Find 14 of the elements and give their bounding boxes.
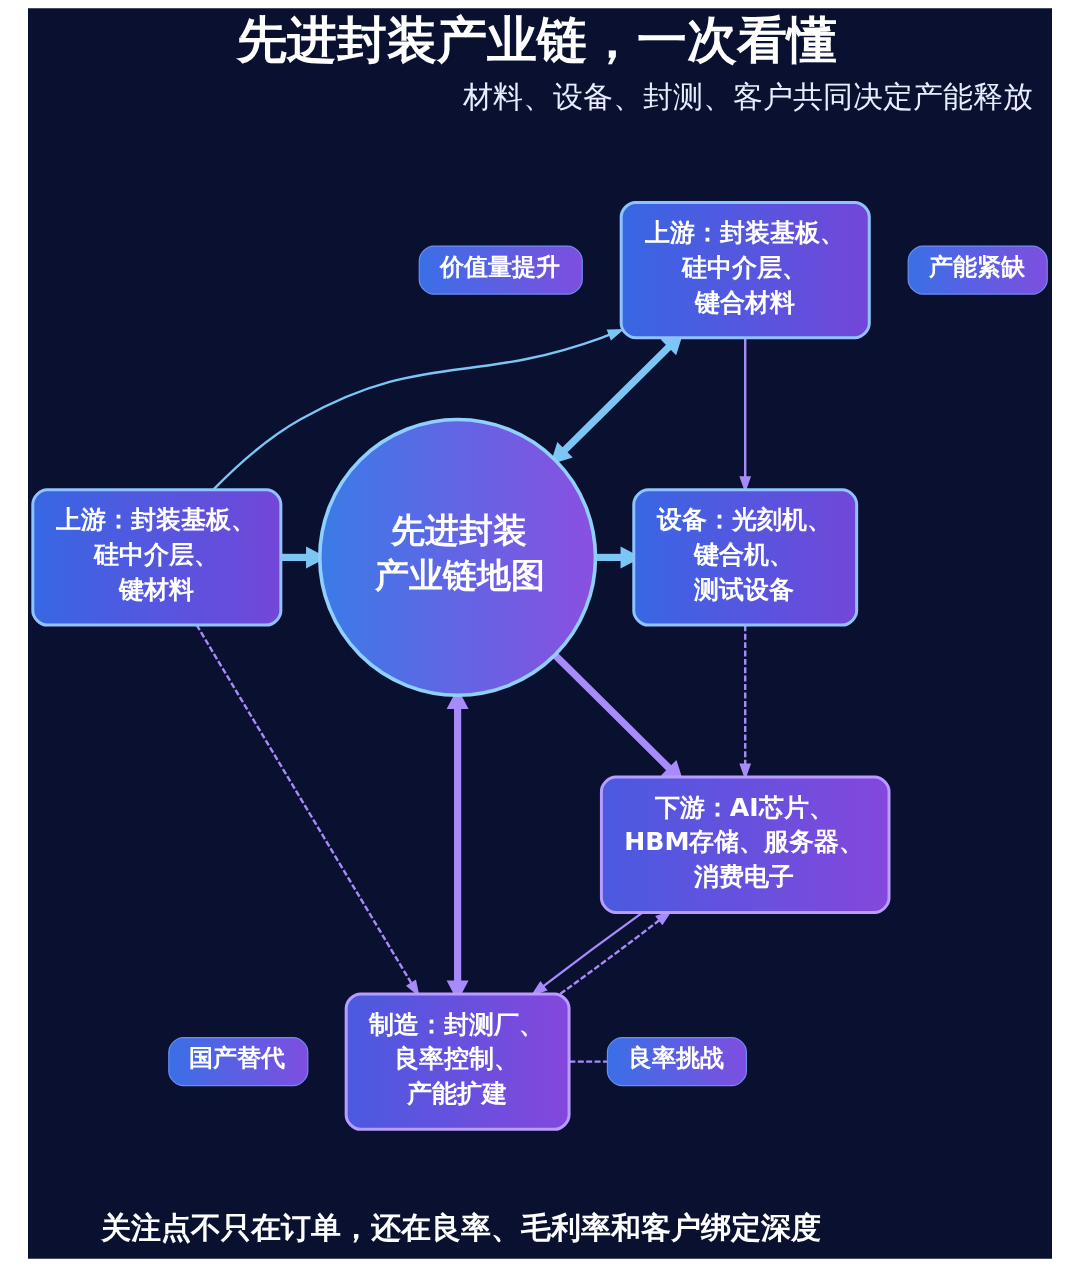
label: 材料、设备、封测、客户共同决定产能释放 — [463, 78, 1034, 114]
node-box: 国产替代 — [168, 1037, 309, 1087]
node-box: 良率挑战 — [606, 1037, 747, 1087]
connector — [569, 1060, 608, 1063]
caption: 关注点不只在订单，还在良率、毛利率和客户绑定深度 — [101, 1210, 822, 1246]
node-box: 上游：封装基板、硅中介层、键材料 — [31, 488, 283, 627]
node-box: 价值量提升 — [418, 245, 583, 295]
node-box: 制造：封测厂、良率控制、产能扩建 — [344, 992, 571, 1131]
node-box: 产能紧缺 — [907, 245, 1048, 295]
node-box: 设备：光刻机、键合机、测试设备 — [632, 488, 859, 627]
node-circle: 先进封装产业链地图 — [317, 417, 598, 698]
node-box: 下游：AI芯片、HBM存储、服务器、消费电子 — [599, 775, 891, 914]
diagram-title: 先进封装产业链，一次看懂 — [237, 9, 838, 69]
node-box: 上游：封装基板、硅中介层、键合材料 — [619, 200, 871, 340]
